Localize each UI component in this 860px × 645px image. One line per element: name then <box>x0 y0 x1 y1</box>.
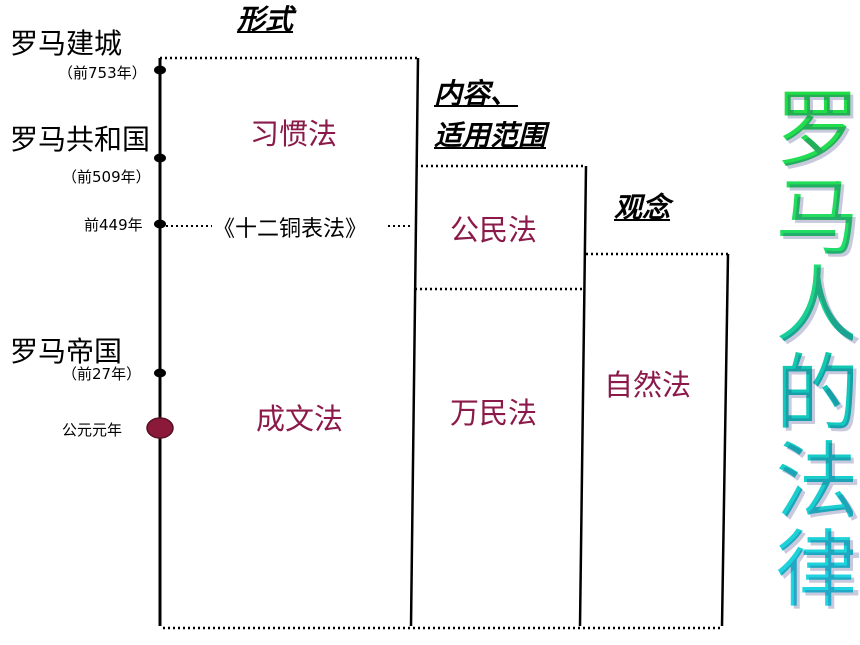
era-label-empire: 罗马帝国 <box>10 335 123 368</box>
year-label-753bc: （前753年） <box>58 64 147 82</box>
header-content-line2: 适用范围 <box>434 119 547 152</box>
timeline-marker-753bc <box>154 65 166 75</box>
cell-civil-law: 公民法 <box>450 213 538 247</box>
year-label-509bc: （前509年） <box>62 168 151 186</box>
era-label-republic: 罗马共和国 <box>10 123 151 156</box>
timeline-marker-27bc <box>154 368 166 378</box>
cell-twelve-tables: 《十二铜表法》 <box>213 217 368 242</box>
timeline-marker-ad1 <box>146 417 174 439</box>
content-right-border <box>578 165 588 627</box>
header-concept: 观念 <box>614 191 671 224</box>
cell-customary-law: 习惯法 <box>250 117 338 151</box>
concept-right-border <box>720 253 730 627</box>
year-label-449bc: 前449年 <box>84 216 143 234</box>
header-form: 形式 <box>237 3 294 36</box>
header-content-line1: 内容、 <box>434 77 519 110</box>
year-label-ad1: 公元元年 <box>62 421 123 439</box>
cell-law-of-nations: 万民法 <box>450 396 538 430</box>
side-title: 罗马人的法律 <box>738 85 860 613</box>
form-right-border <box>409 57 420 627</box>
cell-natural-law: 自然法 <box>604 368 692 402</box>
cell-written-law: 成文法 <box>256 402 344 436</box>
timeline-marker-449bc <box>154 219 166 229</box>
year-label-27bc: （前27年） <box>62 365 142 383</box>
timeline-marker-509bc <box>154 153 166 163</box>
era-label-founding: 罗马建城 <box>10 27 123 60</box>
